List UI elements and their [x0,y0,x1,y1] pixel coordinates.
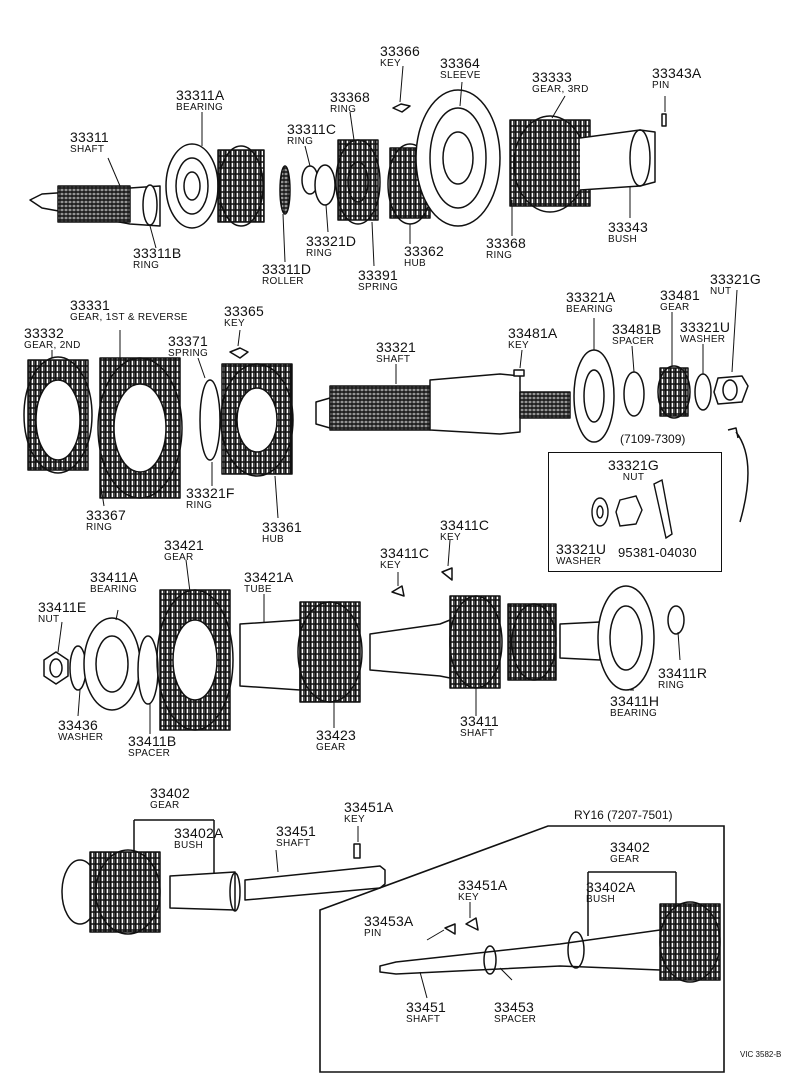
label-33371: 33371 SPRING [168,333,209,359]
label-33402-inset: 33402 GEAR [610,839,650,865]
label-33451A-inset: 33451A KEY [458,877,508,903]
label-33365: 33365 KEY [224,303,264,329]
reverse-idler-assembly [61,819,386,935]
label-33411E: 33411E NUT [38,599,87,625]
label-33411A: 33411A BEARING [90,569,139,595]
label-33451A: 33451A KEY [344,799,394,825]
label-33402: 33402 GEAR [150,785,190,811]
label-33364: 33364 SLEEVE [440,55,481,81]
label-33411R: 33411R RING [658,665,708,691]
label-33331: 33331 GEAR, 1ST & REVERSE [70,297,188,323]
label-33481: 33481 GEAR [660,287,700,313]
inset-box-7109-7309 [548,452,722,572]
label-33362: 33362 HUB [404,243,444,269]
label-33311: 33311 SHAFT [70,129,109,155]
label-33453: 33453 SPACER [494,999,537,1025]
label-33321D: 33321D RING [306,233,357,259]
label-33411: 33411 SHAFT [460,713,499,739]
label-33411C-left: 33411C KEY [380,545,430,571]
label-33391: 33391 SPRING [358,267,399,293]
label-33321G-inset: 33321G NUT [608,457,660,483]
label-33343: 33343 BUSH [608,219,648,245]
label-33332: 33332 GEAR, 2ND [24,325,81,351]
label-33411H: 33411H BEARING [610,693,660,719]
leader-lines [51,65,738,999]
inset-title-7109-7309: (7109-7309) [620,432,686,446]
label-33481A: 33481A KEY [508,325,558,351]
label-33423: 33423 GEAR [316,727,356,753]
label-33453A: 33453A PIN [364,913,414,939]
label-33321G: 33321G NUT [710,271,762,297]
label-33321F: 33321F RING [186,485,235,511]
label-33421A: 33421A TUBE [244,569,294,595]
label-33411B: 33411B SPACER [128,733,177,759]
label-33366: 33366 KEY [380,43,420,69]
label-33451: 33451 SHAFT [276,823,316,849]
label-33311C: 33311C RING [287,121,337,147]
label-33321A: 33321A BEARING [566,289,616,315]
label-33402A-inset: 33402A BUSH [586,879,636,905]
label-33321U: 33321U WASHER [680,319,731,345]
output-shaft-assembly [23,347,749,523]
input-shaft-assembly [29,89,667,229]
label-33402A: 33402A BUSH [174,825,224,851]
label-33367: 33367 RING [86,507,126,533]
label-33421: 33421 GEAR [164,537,204,563]
inset-title-ry16: RY16 (7207-7501) [574,808,673,822]
label-33436: 33436 WASHER [58,717,104,743]
label-33361: 33361 HUB [262,519,302,545]
label-33343A: 33343A PIN [652,65,702,91]
drawing-code: VIC 3582-B [740,1050,782,1059]
label-95381-04030: 95381-04030 [618,545,697,560]
label-33333: 33333 GEAR, 3RD [532,69,589,95]
label-33481B: 33481B SPACER [612,321,662,347]
label-33411C-right: 33411C KEY [440,517,490,543]
label-33311B: 33311B RING [133,245,182,271]
ry16-inset-drawing [379,871,721,983]
label-33321U-inset: 33321U WASHER [556,541,607,567]
label-33368-top: 33368 RING [330,89,370,115]
label-33311A: 33311A BEARING [176,87,225,113]
countershaft-assembly [43,567,685,731]
label-33368-bottom: 33368 RING [486,235,526,261]
label-33311D: 33311D ROLLER [262,261,312,287]
label-33321: 33321 SHAFT [376,339,416,365]
label-33451-inset: 33451 SHAFT [406,999,446,1025]
